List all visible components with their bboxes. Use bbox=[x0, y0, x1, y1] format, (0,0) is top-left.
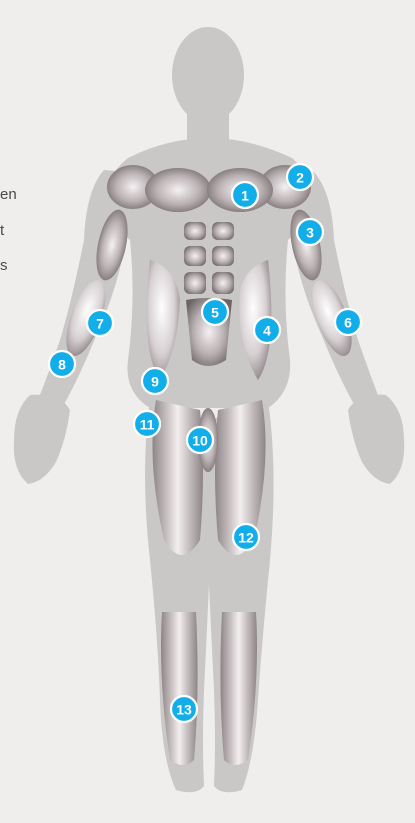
marker-10: 10 bbox=[187, 427, 213, 453]
marker-1: 1 bbox=[232, 182, 258, 208]
marker-4: 4 bbox=[254, 317, 280, 343]
marker-label: 11 bbox=[140, 417, 155, 433]
marker-7: 7 bbox=[87, 310, 113, 336]
marker-5: 5 bbox=[202, 299, 228, 325]
marker-9: 9 bbox=[142, 368, 168, 394]
marker-8: 8 bbox=[49, 351, 75, 377]
pectoral-left bbox=[145, 168, 211, 212]
marker-2: 2 bbox=[287, 164, 313, 190]
marker-label: 1 bbox=[241, 188, 249, 204]
marker-label: 9 bbox=[151, 374, 159, 390]
marker-label: 13 bbox=[176, 702, 192, 718]
marker-label: 8 bbox=[58, 357, 66, 373]
marker-12: 12 bbox=[233, 524, 259, 550]
marker-label: 4 bbox=[263, 323, 271, 339]
marker-label: 12 bbox=[238, 530, 254, 546]
hand-right bbox=[348, 395, 404, 484]
hand-left bbox=[14, 395, 70, 484]
marker-label: 2 bbox=[296, 170, 304, 186]
marker-13: 13 bbox=[171, 696, 197, 722]
marker-3: 3 bbox=[297, 219, 323, 245]
marker-label: 6 bbox=[344, 315, 352, 331]
marker-11: 11 bbox=[134, 411, 160, 437]
marker-label: 10 bbox=[192, 433, 208, 449]
marker-label: 7 bbox=[96, 316, 104, 332]
marker-label: 3 bbox=[306, 225, 314, 241]
marker-6: 6 bbox=[335, 309, 361, 335]
marker-label: 5 bbox=[211, 305, 219, 321]
arm-right bbox=[290, 170, 381, 408]
